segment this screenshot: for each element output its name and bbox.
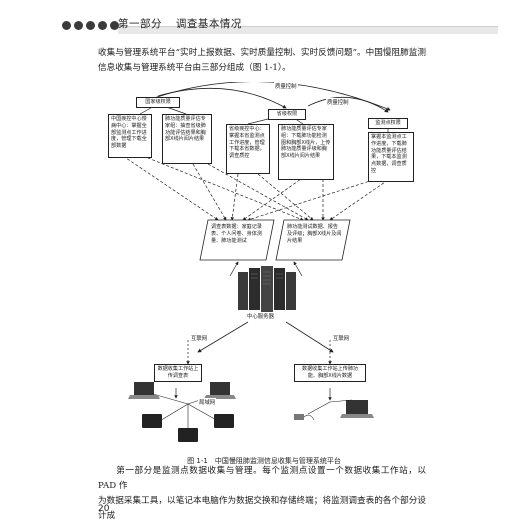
header-dot bbox=[74, 20, 83, 30]
server-label: 中心服务器 bbox=[246, 312, 275, 320]
body-line: 为数据采集工具，以笔记本电脑作为数据交换和存储终端；将监测调查表的各个部分设计成 bbox=[98, 496, 426, 520]
provincial-cdc-box: 省级疾控中心：掌握本省监测点工作进度，管理下载本省数据，调查质控 bbox=[226, 124, 270, 174]
qc-arrow-national-county bbox=[153, 82, 391, 111]
internet-label-left: 互联网 bbox=[190, 334, 209, 342]
intro-paragraph: 收集与管理系统平台“实时上报数据、实时质量控制、实时反馈问题”。中国慢阻肺监测信… bbox=[98, 48, 426, 73]
qc-arrow-provincial-county bbox=[307, 96, 389, 113]
qc-label-right: 质量控制 bbox=[326, 98, 350, 106]
header-dot bbox=[62, 20, 71, 30]
page-number: 20 bbox=[98, 504, 110, 514]
station-right-box: 数据收集工作站上传肺功能、胸部X线片数据 bbox=[294, 364, 366, 382]
header-rule bbox=[118, 26, 498, 34]
data-parallelogram-right bbox=[275, 219, 351, 261]
provincial-level-header: 省级权限 bbox=[268, 109, 306, 120]
tablet-icon bbox=[142, 414, 162, 428]
internet-label-right: 互联网 bbox=[332, 334, 351, 342]
dashed-link bbox=[192, 163, 227, 221]
data-parallelogram-left bbox=[199, 219, 275, 261]
header-dot bbox=[110, 20, 119, 30]
dashed-link bbox=[122, 155, 219, 221]
county-authority-box: 掌握本监测点工作进度，下载肺功能质量评估结果，下载本监测点数据，调查质控 bbox=[368, 132, 414, 182]
dashed-link bbox=[207, 163, 309, 221]
header-decoration bbox=[62, 18, 119, 32]
body-paragraph: 第一部分是监测点数据收集与管理。每个监测点设置一个数据收集工作站，以 PAD 作… bbox=[98, 464, 426, 520]
dashed-link bbox=[247, 179, 374, 221]
national-cdc-box: 中国疾控中心慢病中心：掌握全部监测点工作进度，管理下载全部数据 bbox=[108, 114, 152, 158]
part-title: 第一部分 bbox=[118, 18, 162, 30]
dashed-link bbox=[329, 179, 389, 221]
page-header: 第一部分 调查基本情况 bbox=[0, 0, 520, 34]
lan-label: 局域网 bbox=[198, 398, 217, 406]
laptop-icon bbox=[204, 382, 236, 399]
dashed-link bbox=[242, 173, 309, 221]
test-data-text: 肺功能测试数据、报告及评级；胸部X线片及阅片结果 bbox=[287, 224, 342, 244]
tablet-icon bbox=[178, 428, 198, 442]
server-icon bbox=[238, 266, 296, 312]
dashed-link bbox=[142, 155, 304, 221]
tablet-icon bbox=[214, 414, 234, 428]
figure-caption: 图 1-1 中国慢阻肺监测信息收集与管理系统平台 bbox=[187, 457, 341, 465]
header-dot bbox=[86, 20, 95, 30]
qc-label-top: 质量控制 bbox=[274, 82, 298, 90]
laptop-icon bbox=[340, 400, 374, 418]
national-level-header: 国家级权限 bbox=[136, 97, 180, 108]
running-head: 第一部分 调查基本情况 bbox=[118, 16, 252, 31]
laptop-icon bbox=[128, 382, 160, 399]
section-title: 调查基本情况 bbox=[175, 18, 242, 30]
dashed-link bbox=[257, 173, 314, 221]
header-dot bbox=[98, 20, 107, 30]
national-expert-box: 肺功能质量评估专家组：抽查省级肺功能评估结果和胸部X线片阅片结果 bbox=[162, 114, 212, 164]
diagram-lines bbox=[122, 82, 391, 442]
provincial-expert-box: 肺功能质量评估专家组：下载肺功能检测图和胸部X线片，上传肺功能质量评级和胸部X线… bbox=[278, 124, 334, 180]
county-level-header: 监测点权限 bbox=[368, 118, 408, 129]
body-line: 第一部分是监测点数据收集与管理。每个监测点设置一个数据收集工作站，以 PAD 作 bbox=[98, 466, 426, 491]
survey-data-text: 调查表数据：家庭记录表、个人问卷、身体测量、肺功能测试 bbox=[211, 224, 262, 244]
dashed-link bbox=[230, 173, 239, 221]
spirometer-icon bbox=[294, 414, 315, 421]
station-left-box: 数据收集工作站上传调查表 bbox=[154, 364, 202, 382]
system-diagram: 质量控制 质量控制 国家级权限 省级权限 监测点权限 中国疾控中心慢病中心：掌握… bbox=[98, 82, 426, 454]
